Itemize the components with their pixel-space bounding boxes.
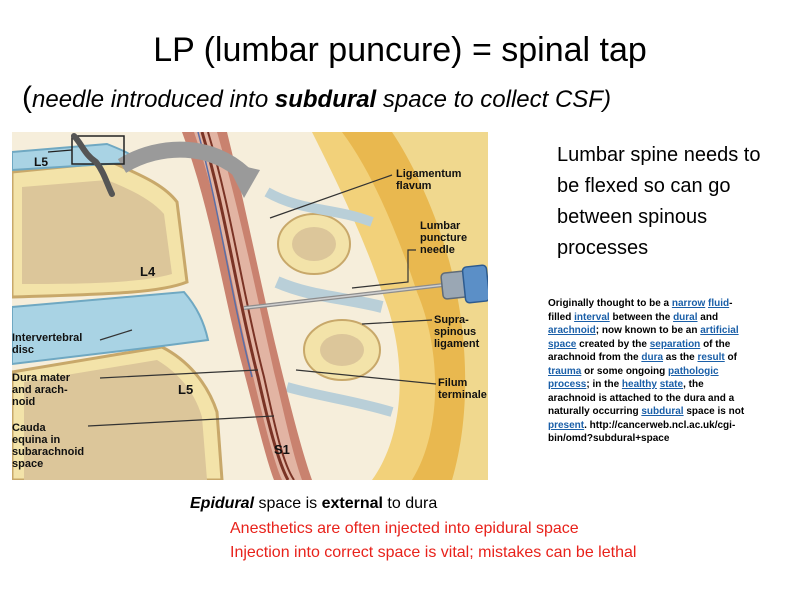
subtitle-part1: needle introduced into xyxy=(32,86,275,113)
quote-text: as the xyxy=(663,352,698,363)
quote-link[interactable]: pathologic xyxy=(668,365,719,377)
quote-link[interactable]: arachnoid xyxy=(548,325,596,336)
subtitle-part2: space to collect CSF) xyxy=(376,86,611,113)
label-lumbar-puncture-needle: Lumbar puncture needle xyxy=(420,220,468,256)
quote-text: . http://cancerweb.ncl.ac.uk/cgi-bin/omd… xyxy=(548,419,736,445)
quote-text: , the arachnoid is attached to the dura … xyxy=(548,379,735,417)
flexion-note: Lumbar spine needs to be flexed so can g… xyxy=(557,144,761,259)
quote-link[interactable]: separation xyxy=(649,338,701,350)
quote-link[interactable]: trauma xyxy=(548,365,582,377)
quote-link[interactable]: fluid xyxy=(708,298,730,309)
page-subtitle: (needle introduced into subdural space t… xyxy=(22,82,611,116)
quote-text: created by the xyxy=(576,338,650,350)
label-intervertebral-disc: Intervertebral disc xyxy=(12,332,83,356)
quote-text: of the arachnoid from the xyxy=(548,338,731,364)
epidural-statement: Epidural space is external to dura xyxy=(190,494,437,514)
label-dura-mater: Dura mater and arach- noid xyxy=(12,372,71,408)
quote-text: ; in the xyxy=(586,379,622,390)
quote-link[interactable]: process xyxy=(548,379,587,390)
subdural-definition: Originally thought to be a narrow fluid-… xyxy=(548,297,748,446)
quote-link[interactable]: dura xyxy=(641,352,664,363)
quote-text: and xyxy=(697,311,719,323)
anesthetics-warning: Anesthetics are often injected into epid… xyxy=(230,520,579,537)
vertebra-s1-label: S1 xyxy=(274,442,290,457)
label-supraspinous-ligament: Supra- spinous ligament xyxy=(434,314,480,350)
epidural-mid: space is xyxy=(254,495,322,512)
quote-text: or some ongoing xyxy=(581,365,669,377)
vertebra-l5-label: L5 xyxy=(178,382,194,397)
quote-link[interactable]: narrow xyxy=(671,298,706,309)
quote-link[interactable]: healthy xyxy=(621,379,657,390)
subtitle-bold: subdural xyxy=(274,86,377,113)
spine-illustration-svg xyxy=(12,132,488,480)
page-title: LP (lumbar puncure) = spinal tap xyxy=(153,31,647,69)
quote-link[interactable]: subdural xyxy=(641,406,684,417)
quote-link[interactable]: space xyxy=(548,338,577,350)
quote-text: of xyxy=(724,352,737,363)
quote-link[interactable]: state xyxy=(659,379,684,390)
lumbar-puncture-illustration: L5 L4 L5 S1 Ligamentum flavum Lumbar pun… xyxy=(12,132,488,480)
quote-link[interactable]: result xyxy=(697,352,725,363)
quote-link[interactable]: artificial xyxy=(700,325,739,336)
vertebra-l4-label: L4 xyxy=(140,264,156,279)
subtitle-paren: ( xyxy=(22,81,32,114)
quote-text: between the xyxy=(609,311,674,323)
quote-text: -filled xyxy=(548,298,733,323)
label-filum-terminale: Filum terminale xyxy=(438,377,487,401)
epidural-term: Epidural xyxy=(190,495,255,512)
label-ligamentum-flavum: Ligamentum flavum xyxy=(396,168,462,192)
quote-text: ; now known to be an xyxy=(595,325,701,336)
quote-link[interactable]: dural xyxy=(673,311,698,323)
quote-link[interactable]: interval xyxy=(574,311,610,323)
quote-text: space is not xyxy=(683,406,745,417)
epidural-end: to dura xyxy=(382,495,438,512)
quote-link[interactable]: present xyxy=(548,419,585,431)
epidural-bold: external xyxy=(321,495,383,512)
quote-text: Originally thought to be a xyxy=(548,298,672,309)
label-cauda-equina: Cauda equina in subarachnoid space xyxy=(12,422,85,470)
injection-warning: Injection into correct space is vital; m… xyxy=(230,544,637,561)
inset-vertebra-label: L5 xyxy=(34,155,49,169)
